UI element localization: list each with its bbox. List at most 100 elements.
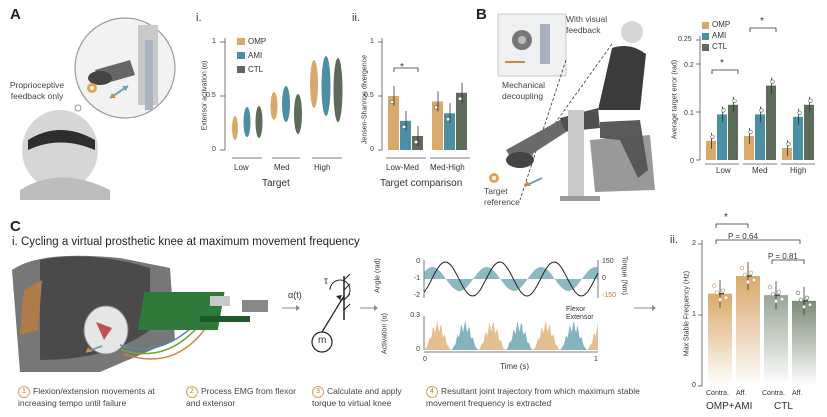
b-legend-omp: OMP: [712, 20, 731, 29]
c-ii-ytick-0: 0: [692, 382, 696, 389]
b-ytick-02: 0.2: [684, 62, 694, 69]
panel-c-ii-label: ii.: [670, 234, 678, 246]
a-ii-bar-ami-1: [444, 113, 455, 150]
c-ii-xtick-contra1: Contra.: [706, 390, 729, 397]
c-ii-dot-0-0: [711, 283, 717, 288]
c-ii-dot-0-2: [717, 297, 723, 302]
b-ytick-0: 0: [690, 158, 694, 165]
a-ii-bar-omp-0: [388, 96, 399, 150]
a-ii-xtick-lowmed: Low-Med: [386, 163, 419, 172]
angle-tick-0: 0: [416, 258, 420, 265]
b-dot-0-1: [748, 129, 753, 135]
visual-feedback-label: With visual feedback: [566, 14, 608, 35]
extensor-activation: [424, 320, 598, 350]
panel-b-letter: B: [476, 6, 487, 23]
b-bar-ami-2: [793, 116, 803, 160]
c-ii-xtick-contra2: Contra.: [762, 390, 785, 397]
c-ii-ytick-2: 2: [692, 240, 696, 247]
a-ii-bar-omp-1: [432, 101, 443, 150]
b-dot-1-2: [797, 110, 802, 115]
a-ii-dot-1-0: [401, 124, 407, 129]
a-ii-sig: *: [400, 62, 404, 73]
panel-a-illustration: [20, 17, 176, 200]
a-ii-bar-ami-0: [400, 120, 411, 150]
b-sig-bracket-med: [749, 27, 777, 32]
a-i-xlabel: Target: [262, 178, 290, 189]
c-ii-dot-0-1: [714, 290, 720, 295]
angle-tick-1: -1: [413, 275, 420, 282]
a-ii-bar-ctl-1: [456, 92, 467, 150]
b-legend-swatch-2: [702, 44, 709, 51]
c-ii-dot-1-2: [745, 279, 751, 285]
panel-a-ii-label: ii.: [352, 12, 360, 24]
c-ii-xtick-aff2: Aff.: [792, 390, 803, 397]
a-ii-dot-0-1: [433, 105, 439, 110]
b-bar-ctl-1: [766, 85, 776, 160]
a-i-ytick-0: 0: [212, 146, 216, 153]
a-ii-ytick-05: 0.5: [364, 92, 374, 99]
a-ii-ytick-0: 0: [370, 146, 374, 153]
trace-legend-flexor: Flexor: [566, 306, 586, 313]
a-i-ytick-1: 1: [212, 38, 216, 45]
a-ii-dot-1-1: [445, 117, 451, 122]
panel-a-letter: A: [10, 6, 21, 23]
panel-c-letter: C: [10, 218, 21, 235]
c-ii-dot-2-2: [773, 298, 779, 304]
torque-tick-0: 150: [602, 258, 614, 265]
act-tick-03: 0.3: [410, 312, 420, 319]
c-ii-p1: P = 0.64: [728, 232, 758, 241]
c-ii-dot-3-4: [807, 302, 813, 307]
c-ii-dot-0-3: [720, 288, 726, 293]
torque-tick-2: -150: [602, 292, 617, 299]
a-i-ytick-05: 0.5: [206, 92, 216, 99]
b-ytick-025: 0.25: [678, 36, 692, 43]
time-tick-1: 1: [594, 356, 598, 363]
b-dot-0-2: [786, 141, 791, 147]
b-dot-1-1: [759, 108, 764, 113]
b-sig-bracket-low: [711, 69, 739, 74]
c-ii-dot-2-4: [779, 296, 785, 302]
a-legend-ctl: CTL: [248, 65, 264, 74]
b-dot-1-0: [721, 108, 726, 113]
time-tick-0: 0: [423, 356, 427, 363]
c-ii-dot-3-1: [798, 297, 804, 302]
c-ii-sig-bracket: [715, 223, 749, 228]
act-tick-0: 0: [416, 346, 420, 353]
c-ii-dot-1-1: [742, 272, 748, 278]
b-xtick-med: Med: [752, 166, 768, 175]
b-legend-ctl: CTL: [712, 42, 728, 51]
a-ii-sig-bracket: [393, 67, 419, 72]
b-dot-2-2: [808, 98, 813, 103]
a-ii-dot-2-1: [457, 96, 463, 101]
b-legend-swatch-0: [702, 22, 709, 29]
a-ii-dot-0-0: [389, 99, 395, 105]
c-ii-ylabel: Max Stable Frequency (Hz): [683, 270, 691, 357]
c-ii-dot-3-2: [801, 304, 807, 309]
panel-a-i-label: i.: [196, 12, 202, 24]
angle-trace: [423, 261, 599, 297]
c-ii-sig: *: [724, 212, 728, 223]
c-ii-dot-0-4: [723, 295, 729, 300]
b-bar-ami-1: [755, 114, 765, 160]
b-sig-low: *: [720, 58, 724, 69]
b-dot-2-0: [732, 98, 737, 103]
trace-legend-extensor: Extensor: [566, 314, 594, 321]
mechanical-decoupling-label: Mechanical decoupling: [502, 80, 545, 101]
b-bar-omp-1: [744, 136, 754, 160]
a-ii-xtick-medhigh: Med-High: [430, 163, 465, 172]
c-ii-dot-1-0: [739, 265, 745, 271]
torque-trace: [424, 267, 598, 291]
c-ii-xtick-aff1: Aff.: [736, 390, 747, 397]
angle-tick-2: -2: [413, 292, 420, 299]
c-ii-dot-3-0: [795, 290, 801, 295]
a-legend-omp: OMP: [248, 37, 267, 46]
a-ii-ytick-1: 1: [370, 38, 374, 45]
